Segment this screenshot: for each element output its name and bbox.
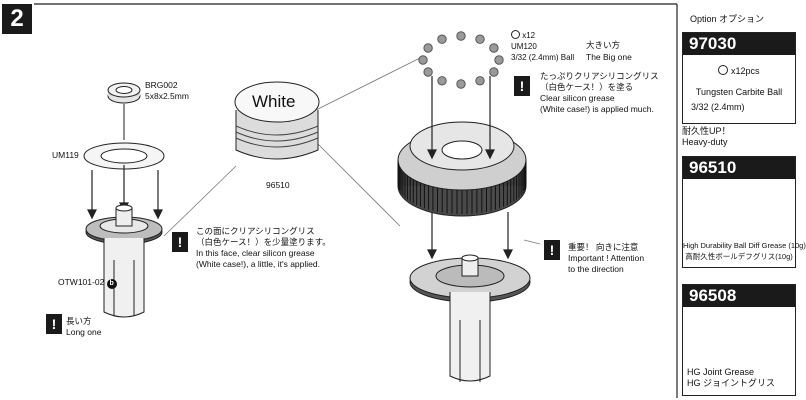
direction-ja: 重要！ 向きに注意	[568, 242, 639, 252]
balls-size-ja: 大きい方	[586, 40, 621, 50]
bearing-size-label: 5x8x2.5mm	[145, 91, 189, 101]
direction-en-2: to the direction	[568, 264, 624, 274]
option-97030-body: x12pcs Tungsten Carbite Ball 3/32 (2.4mm…	[683, 65, 795, 113]
grease-leader-top	[299, 57, 421, 119]
washer-code-label: UM119	[52, 150, 79, 160]
warning-icon-direction: !	[544, 240, 560, 260]
ball	[456, 31, 466, 41]
outdrive-code-label: OTW101-02 b	[58, 277, 117, 289]
options-header-ja: オプション	[719, 14, 765, 24]
ball	[423, 67, 433, 77]
ball	[456, 79, 466, 89]
long-one-note: 長い方 Long one	[66, 316, 101, 338]
grease-balls-ja-2: （白色ケース！）を塗る	[540, 82, 634, 92]
grease-face-note: この面にクリアシリコングリス （白色ケース！）を少量塗ります。 In this …	[196, 226, 331, 270]
option-96510-code: 96510	[683, 157, 795, 179]
option-97030-note-en: Heavy-duty	[682, 137, 728, 147]
grease-jar-code-label: 96510	[266, 180, 290, 190]
option-96508-line-en: HG Joint Grease	[687, 367, 755, 377]
balls-qty-text: x12	[522, 31, 536, 40]
warning-icon-grease-face: !	[172, 232, 188, 252]
option-97030-qty: x12pcs	[730, 66, 760, 76]
grease-balls-ja-1: たっぷりクリアシリコングリス	[540, 71, 659, 81]
bearing-illustration	[107, 82, 141, 104]
ball	[489, 67, 499, 77]
grease-leader-left	[163, 165, 237, 237]
ball	[475, 34, 485, 44]
balls-size-en: The Big one	[586, 52, 632, 62]
ball	[437, 34, 447, 44]
outdrive-left-illustration	[85, 204, 163, 318]
grease-face-ja-2: （白色ケース！）を少量塗ります。	[196, 237, 331, 247]
grease-balls-en-2: (White case!) is applied much.	[540, 104, 654, 114]
diff-gear-illustration	[397, 121, 527, 217]
bearing-code-label: BRG002	[145, 80, 178, 90]
option-96510-line-en: High Durability Ball Diff Grease (10g)	[683, 241, 806, 250]
outdrive-right-illustration	[409, 254, 531, 382]
grease-jar-illustration	[234, 81, 320, 160]
option-card-96510: 96510 High Durability Ball Diff Grease (…	[682, 156, 806, 268]
long-one-ja: 長い方	[66, 316, 92, 326]
grease-face-ja-1: この面にクリアシリコングリス	[196, 226, 315, 236]
grease-leader-right	[317, 143, 401, 227]
option-96510-line-ja: 高耐久性ボールデフグリス(10g)	[685, 252, 793, 261]
option-96508-line-ja: HG ジョイントグリス	[687, 378, 776, 388]
ball	[437, 76, 447, 86]
option-card-96508: 96508 HG Joint Grease HG ジョイントグリス	[682, 284, 796, 396]
step-number-badge: 2	[2, 4, 32, 34]
long-one-en: Long one	[66, 327, 102, 337]
ball	[475, 76, 485, 86]
ball	[494, 55, 504, 65]
option-96508-body: HG Joint Grease HG ジョイントグリス	[683, 307, 795, 393]
balls-code-label: UM120	[511, 42, 537, 51]
ball	[418, 55, 428, 65]
option-97030-code: 97030	[683, 33, 795, 55]
washer-illustration	[83, 142, 165, 170]
ball-ring	[418, 31, 504, 89]
option-97030-spec: 3/32 (2.4mm)	[691, 102, 745, 112]
ball	[423, 43, 433, 53]
balls-qty-label: x12	[511, 30, 535, 41]
option-97030-qty-row: x12pcs	[683, 65, 795, 77]
ball	[489, 43, 499, 53]
grease-balls-en-1: Clear silicon grease	[540, 93, 615, 103]
outdrive-variant-badge: b	[106, 279, 117, 289]
option-97030-circle-icon	[718, 65, 729, 75]
warning-icon-grease-balls: !	[514, 76, 530, 96]
options-header-en: Option	[690, 14, 717, 24]
outdrive-code-text: OTW101-02	[58, 277, 105, 287]
option-97030-note: 耐久性UP！ Heavy-duty	[682, 126, 731, 148]
option-96510-body: High Durability Ball Diff Grease (10g) 高…	[683, 179, 806, 265]
ball-arrows	[427, 76, 513, 260]
option-96508-code: 96508	[683, 285, 795, 307]
direction-note: 重要！ 向きに注意 Important ! Attention to the d…	[568, 242, 644, 275]
grease-face-en-1: In this face, clear silicon grease	[196, 248, 315, 258]
balls-spec-label: 3/32 (2.4mm) Ball	[511, 53, 575, 62]
warning-icon-long: !	[46, 314, 62, 334]
options-header: Option オプション	[690, 12, 764, 25]
direction-leader	[523, 239, 541, 245]
balls-qty-circle-icon	[511, 30, 520, 39]
grease-balls-note: たっぷりクリアシリコングリス （白色ケース！）を塗る Clear silicon…	[540, 71, 659, 115]
direction-en-1: Important ! Attention	[568, 253, 645, 263]
gear-teeth	[397, 160, 527, 214]
grease-face-en-2: (White case!), a little, it's applied.	[196, 259, 320, 269]
option-97030-note-ja: 耐久性UP！	[682, 126, 731, 136]
grease-jar-lid-text: White	[252, 92, 296, 111]
option-card-97030: 97030 x12pcs Tungsten Carbite Ball 3/32 …	[682, 32, 796, 124]
option-97030-name: Tungsten Carbite Ball	[695, 87, 783, 97]
